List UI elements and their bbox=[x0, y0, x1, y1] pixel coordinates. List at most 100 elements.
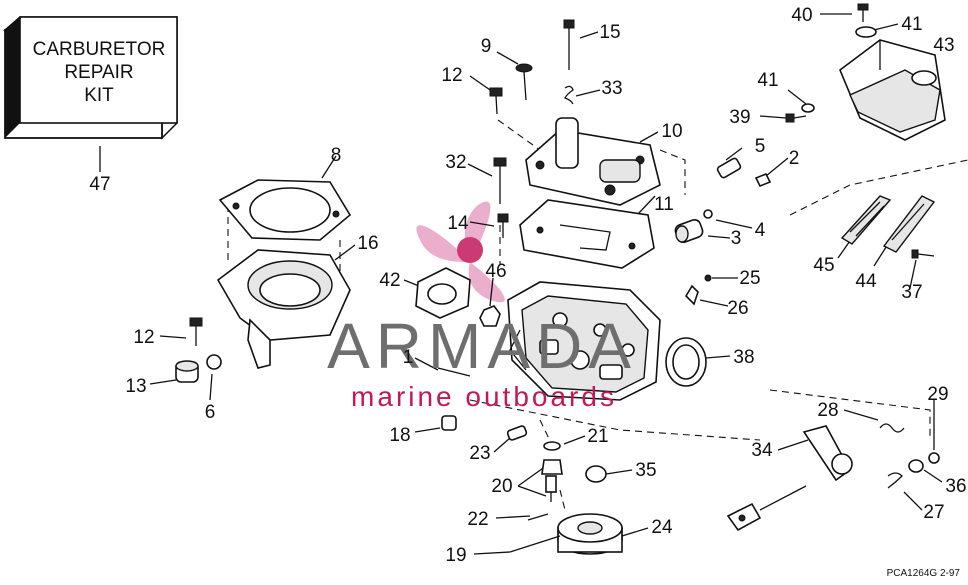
callout-9: 9 bbox=[481, 36, 492, 57]
part-10-cover bbox=[525, 117, 661, 206]
callout-20: 20 bbox=[491, 476, 512, 497]
part-19-hinge-pin bbox=[509, 535, 561, 553]
callout-15: 15 bbox=[599, 22, 620, 43]
callout-44: 44 bbox=[855, 271, 877, 292]
callout-11: 11 bbox=[654, 194, 674, 215]
part-21-washer bbox=[543, 441, 561, 451]
part-6-oring bbox=[206, 354, 222, 370]
callout-45: 45 bbox=[813, 255, 834, 276]
part-46-nut bbox=[479, 305, 501, 327]
callout-19: 19 bbox=[445, 545, 466, 566]
callout-13: 13 bbox=[125, 376, 146, 397]
drawing-code: PCA1264G 2-97 bbox=[887, 568, 961, 579]
part-23-jet bbox=[506, 425, 528, 441]
callout-46: 46 bbox=[485, 261, 506, 282]
part-14-screw bbox=[497, 213, 509, 238]
part-13-plug bbox=[175, 360, 199, 383]
part-28-spring bbox=[879, 423, 905, 433]
part-18-fitting bbox=[441, 415, 457, 431]
callout-27: 27 bbox=[923, 502, 944, 523]
watermark-brand: ARMADA bbox=[327, 310, 637, 382]
callout-8: 8 bbox=[331, 145, 342, 166]
part-27-spring bbox=[887, 472, 903, 489]
part-15-screw bbox=[563, 19, 575, 70]
callout-leaders bbox=[99, 13, 943, 555]
callout-21: 21 bbox=[587, 426, 608, 447]
watermark-tagline: marine outboards bbox=[351, 381, 617, 412]
callout-12: 12 bbox=[133, 327, 154, 348]
part-26-bracket bbox=[684, 284, 699, 306]
callout-32: 32 bbox=[445, 152, 466, 173]
callout-34: 34 bbox=[751, 440, 773, 461]
callout-23: 23 bbox=[469, 443, 490, 464]
kit-line-1: CARBURETOR bbox=[33, 39, 166, 60]
callout-25: 25 bbox=[739, 268, 760, 289]
part-9-screw bbox=[515, 63, 533, 101]
callout-1: 1 bbox=[403, 347, 414, 368]
callout-5: 5 bbox=[755, 136, 766, 157]
callout-33: 33 bbox=[601, 78, 622, 99]
part-2-clip bbox=[754, 172, 772, 188]
part-36-nut bbox=[908, 459, 924, 473]
part-34-throttle-shaft bbox=[726, 425, 853, 532]
callout-36: 36 bbox=[945, 476, 966, 497]
callout-22: 22 bbox=[467, 509, 488, 530]
callout-12: 12 bbox=[441, 65, 462, 86]
callout-14: 14 bbox=[447, 213, 469, 234]
callout-29: 29 bbox=[927, 384, 948, 405]
part-1-pin bbox=[437, 367, 471, 377]
part-5-needle bbox=[716, 157, 742, 179]
part-38-gasket bbox=[665, 337, 707, 387]
kit-line-2: REPAIR bbox=[64, 62, 133, 83]
callout-6: 6 bbox=[205, 402, 216, 423]
watermark-propeller-icon bbox=[416, 201, 505, 303]
part-11-gasket bbox=[519, 199, 655, 269]
callout-3: 3 bbox=[731, 228, 742, 249]
part-41-washer bbox=[855, 26, 877, 38]
part-8-gasket bbox=[218, 179, 352, 241]
part-33-clip bbox=[564, 85, 574, 105]
part-35-plug bbox=[585, 465, 607, 483]
part-40-screw bbox=[857, 3, 869, 22]
part-20-jet bbox=[541, 459, 563, 502]
part-16-float-bowl bbox=[216, 249, 351, 369]
assembly-guide-lines bbox=[227, 119, 968, 511]
part-25-screw bbox=[704, 274, 712, 282]
part-42-gasket bbox=[415, 267, 471, 319]
callout-38: 38 bbox=[733, 347, 754, 368]
callout-40: 40 bbox=[791, 5, 812, 26]
callout-16: 16 bbox=[357, 233, 378, 254]
callout-24: 24 bbox=[651, 517, 673, 538]
callout-41: 41 bbox=[901, 14, 922, 35]
callout-41: 41 bbox=[757, 70, 778, 91]
part-24-float bbox=[557, 513, 623, 555]
part-41b-washer bbox=[801, 103, 815, 113]
callout-39: 39 bbox=[729, 107, 750, 128]
callout-47: 47 bbox=[89, 174, 110, 195]
part-29-washer bbox=[928, 452, 940, 464]
callout-18: 18 bbox=[389, 425, 410, 446]
callout-2: 2 bbox=[789, 148, 800, 169]
part-22-pin bbox=[527, 513, 549, 521]
callout-43: 43 bbox=[933, 35, 954, 56]
part-32-screw bbox=[493, 157, 507, 204]
part-3-fitting bbox=[674, 218, 704, 244]
callout-26: 26 bbox=[727, 298, 748, 319]
part-4-oring bbox=[703, 209, 713, 219]
callout-28: 28 bbox=[817, 400, 838, 421]
callout-10: 10 bbox=[661, 121, 682, 142]
callout-37: 37 bbox=[901, 282, 922, 303]
kit-line-3: KIT bbox=[84, 85, 114, 106]
callout-4: 4 bbox=[755, 220, 766, 241]
repair-kit-box: CARBURETOR REPAIR KIT bbox=[3, 16, 178, 140]
part-12-screw-top bbox=[489, 87, 503, 115]
part-12-screw-left bbox=[189, 317, 203, 346]
carburetor-body bbox=[507, 281, 661, 401]
part-37-screw bbox=[911, 249, 935, 259]
callout-42: 42 bbox=[379, 270, 400, 291]
callout-35: 35 bbox=[635, 460, 656, 481]
part-44-reed-plate bbox=[882, 195, 936, 253]
